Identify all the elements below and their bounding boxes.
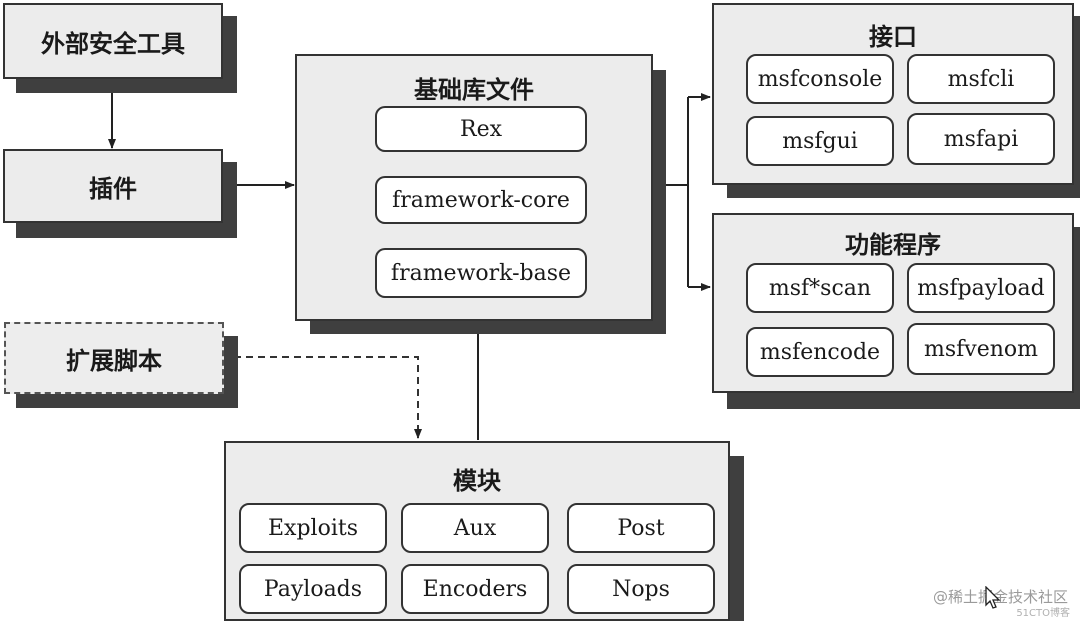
- extension-scripts-label: 扩展脚本: [66, 346, 162, 375]
- interface-msfapi: msfapi: [907, 113, 1055, 165]
- interfaces-title: 接口: [869, 23, 917, 51]
- plugins-label: 插件: [89, 174, 137, 203]
- dashed-line-ext-to-modules: [222, 356, 422, 439]
- base-library-box: 基础库文件 Rex framework-core framework-base: [295, 54, 653, 321]
- extension-scripts-box: 扩展脚本: [4, 322, 224, 394]
- base-item-framework-core: framework-core: [375, 176, 587, 224]
- utility-msfencode: msfencode: [746, 327, 894, 377]
- external-security-tools-label: 外部安全工具: [41, 29, 185, 58]
- base-library-title: 基础库文件: [414, 76, 534, 104]
- module-aux: Aux: [401, 503, 549, 553]
- watermark-sub-text: 51CTO博客: [1016, 608, 1070, 619]
- module-nops: Nops: [567, 564, 715, 614]
- interface-msfgui: msfgui: [746, 116, 894, 166]
- plugins-box: 插件: [3, 149, 223, 223]
- external-security-tools-box: 外部安全工具: [3, 3, 223, 79]
- interface-msfconsole: msfconsole: [746, 54, 894, 104]
- utilities-box: 功能程序 msf*scan msfpayload msfencode msfve…: [712, 213, 1074, 393]
- module-payloads: Payloads: [239, 564, 387, 614]
- base-item-rex: Rex: [375, 106, 587, 152]
- module-post: Post: [567, 503, 715, 553]
- utility-msfpayload: msfpayload: [907, 263, 1055, 313]
- module-encoders: Encoders: [401, 564, 549, 614]
- utilities-title: 功能程序: [845, 231, 941, 259]
- watermark-text: @稀土掘金技术社区: [932, 588, 1068, 606]
- modules-box: 模块 Exploits Aux Post Payloads Encoders N…: [224, 441, 730, 621]
- interface-msfcli: msfcli: [907, 54, 1055, 104]
- utility-msf-scan: msf*scan: [746, 263, 894, 313]
- mouse-cursor-icon: [985, 586, 1001, 609]
- utility-msfvenom: msfvenom: [907, 323, 1055, 375]
- base-item-framework-base: framework-base: [375, 248, 587, 298]
- interfaces-box: 接口 msfconsole msfcli msfgui msfapi: [712, 3, 1074, 185]
- module-exploits: Exploits: [239, 503, 387, 553]
- modules-title: 模块: [453, 467, 501, 495]
